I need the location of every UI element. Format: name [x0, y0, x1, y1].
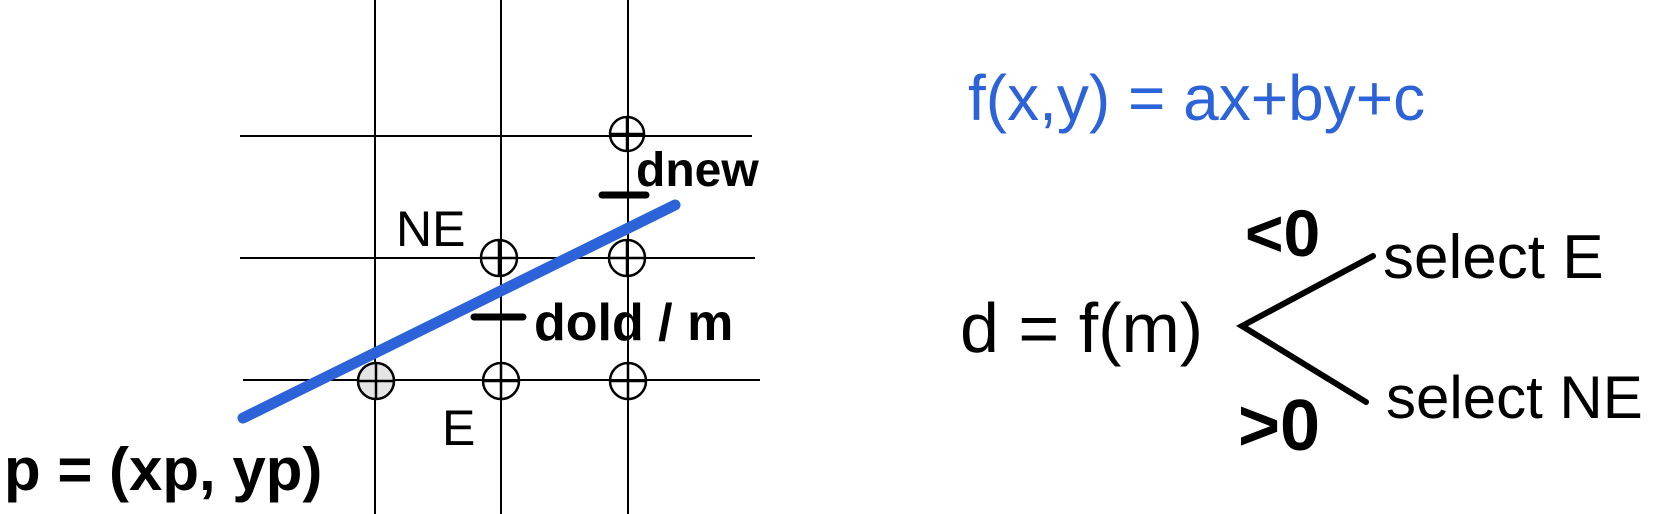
- pixel-center-next-e: [608, 361, 648, 401]
- select-ne-label: select NE: [1386, 364, 1643, 431]
- branch-less-than-zero: <0: [1245, 196, 1320, 270]
- pixel-center-top: [608, 115, 646, 153]
- select-e-label: select E: [1383, 223, 1604, 292]
- label-d-new: dnew: [636, 144, 759, 197]
- ideal-line: [237, 199, 681, 424]
- formula-decision: d = f(m): [960, 289, 1203, 367]
- pixel-centers: [356, 115, 648, 401]
- pixel-center-e: [481, 361, 521, 401]
- pixel-center-start: [356, 361, 396, 401]
- branch-greater-than-zero: >0: [1238, 386, 1320, 466]
- pixel-center-next-ne: [607, 238, 647, 278]
- label-d-old: dold / m: [534, 294, 733, 352]
- label-e: E: [442, 400, 475, 456]
- formula-implicit-line: f(x,y) = ax+by+c: [968, 62, 1425, 134]
- branch-lines: [1235, 253, 1376, 405]
- label-point-p: p = (xp, yp): [4, 436, 322, 503]
- decision-branches: [1235, 253, 1376, 405]
- pixel-center-ne: [479, 238, 519, 278]
- label-ne: NE: [396, 201, 465, 257]
